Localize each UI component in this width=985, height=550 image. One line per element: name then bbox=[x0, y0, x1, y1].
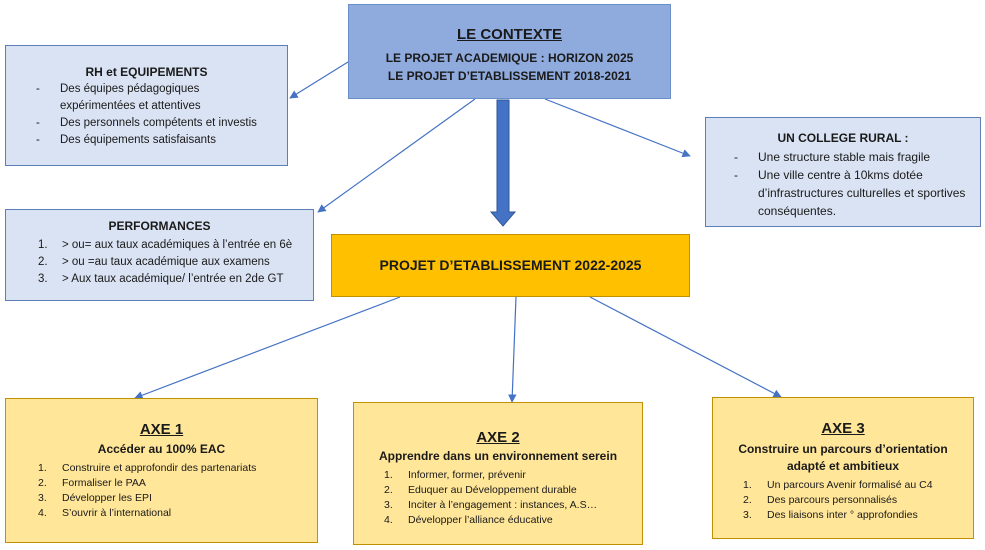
axe2-box: AXE 2 Apprendre dans un environnement se… bbox=[353, 402, 643, 545]
list-item: Des personnels compétents et investis bbox=[36, 115, 277, 132]
list-item: Des équipements satisfaisants bbox=[36, 132, 277, 149]
list-item: 2.Formaliser le PAA bbox=[38, 477, 146, 489]
axe2-title: AXE 2 bbox=[476, 429, 520, 446]
list-item: 1.> ou= aux taux académiques à l’entrée … bbox=[38, 239, 293, 251]
axe3-list: 1.Un parcours Avenir formalisé au C4 2.D… bbox=[743, 478, 967, 523]
arrow-to-performances bbox=[317, 98, 476, 213]
arrow-to-college bbox=[544, 98, 691, 158]
arrow-to-axe2 bbox=[508, 296, 517, 403]
rh-box: RH et EQUIPEMENTS Des équipes pédagogiqu… bbox=[5, 45, 288, 166]
axe1-title: AXE 1 bbox=[139, 421, 184, 438]
list-item: Des équipes pédagogiques expérimentées e… bbox=[36, 81, 277, 115]
arrow-to-rh bbox=[289, 61, 349, 99]
list-item: 1.Un parcours Avenir formalisé au C4 bbox=[743, 479, 933, 491]
rh-list: Des équipes pédagogiques expérimentées e… bbox=[36, 81, 277, 149]
rh-title: RH et EQUIPEMENTS bbox=[85, 65, 208, 79]
list-item: Une ville centre à 10kms dotée d’infrast… bbox=[734, 166, 972, 220]
axe3-box: AXE 3 Construire un parcours d’orientati… bbox=[712, 397, 974, 539]
performances-title: PERFORMANCES bbox=[108, 219, 211, 233]
axe3-title: AXE 3 bbox=[821, 420, 865, 437]
axe2-subtitle: Apprendre dans un environnement serein bbox=[378, 449, 618, 463]
axe3-subtitle: Construire un parcours d’orientation ada… bbox=[738, 442, 948, 473]
list-item: 1.Construire et approfondir des partenar… bbox=[38, 462, 257, 474]
list-item: 2.> ou =au taux académique aux examens bbox=[38, 256, 270, 268]
axe1-subtitle: Accéder au 100% EAC bbox=[97, 442, 226, 456]
performances-box: PERFORMANCES 1.> ou= aux taux académique… bbox=[5, 209, 314, 301]
list-item: 4.Développer l’alliance éducative bbox=[384, 514, 553, 526]
axe1-box: AXE 1 Accéder au 100% EAC 1.Construire e… bbox=[5, 398, 318, 543]
arrow-to-projet bbox=[489, 99, 517, 227]
list-item: 2.Eduquer au Développement durable bbox=[384, 484, 577, 496]
college-list: Une structure stable mais fragile Une vi… bbox=[734, 148, 972, 220]
list-item: 2.Des parcours personnalisés bbox=[743, 494, 898, 506]
projet-title: PROJET D’ETABLISSEMENT 2022-2025 bbox=[379, 257, 642, 273]
college-box: UN COLLEGE RURAL : Une structure stable … bbox=[705, 117, 981, 227]
list-item: 3.Développer les EPI bbox=[38, 492, 152, 504]
arrow-to-axe1 bbox=[134, 296, 401, 400]
contexte-box: LE CONTEXTE LE PROJET ACADEMIQUE : HORIZ… bbox=[348, 4, 671, 99]
contexte-title: LE CONTEXTE bbox=[456, 26, 562, 43]
axe1-list: 1.Construire et approfondir des partenar… bbox=[38, 461, 309, 521]
contexte-line2: LE PROJET D’ETABLISSEMENT 2018-2021 bbox=[387, 69, 632, 83]
college-title: UN COLLEGE RURAL : bbox=[777, 131, 909, 145]
axe2-list: 1.Informer, former, prévenir 2.Eduquer a… bbox=[384, 468, 636, 528]
list-item: 4.S’ouvrir à l’international bbox=[38, 507, 172, 519]
projet-box: PROJET D’ETABLISSEMENT 2022-2025 bbox=[331, 234, 690, 297]
list-item: Une structure stable mais fragile bbox=[734, 148, 972, 166]
contexte-line1: LE PROJET ACADEMIQUE : HORIZON 2025 bbox=[385, 51, 634, 65]
arrow-to-axe3 bbox=[589, 296, 782, 398]
performances-list: 1.> ou= aux taux académiques à l’entrée … bbox=[38, 237, 307, 288]
list-item: 3.Inciter à l’engagement : instances, A.… bbox=[384, 499, 598, 511]
list-item: 3.Des liaisons inter ° approfondies bbox=[743, 509, 918, 521]
list-item: 1.Informer, former, prévenir bbox=[384, 469, 526, 481]
list-item: 3.> Aux taux académique/ l’entrée en 2de… bbox=[38, 273, 284, 285]
